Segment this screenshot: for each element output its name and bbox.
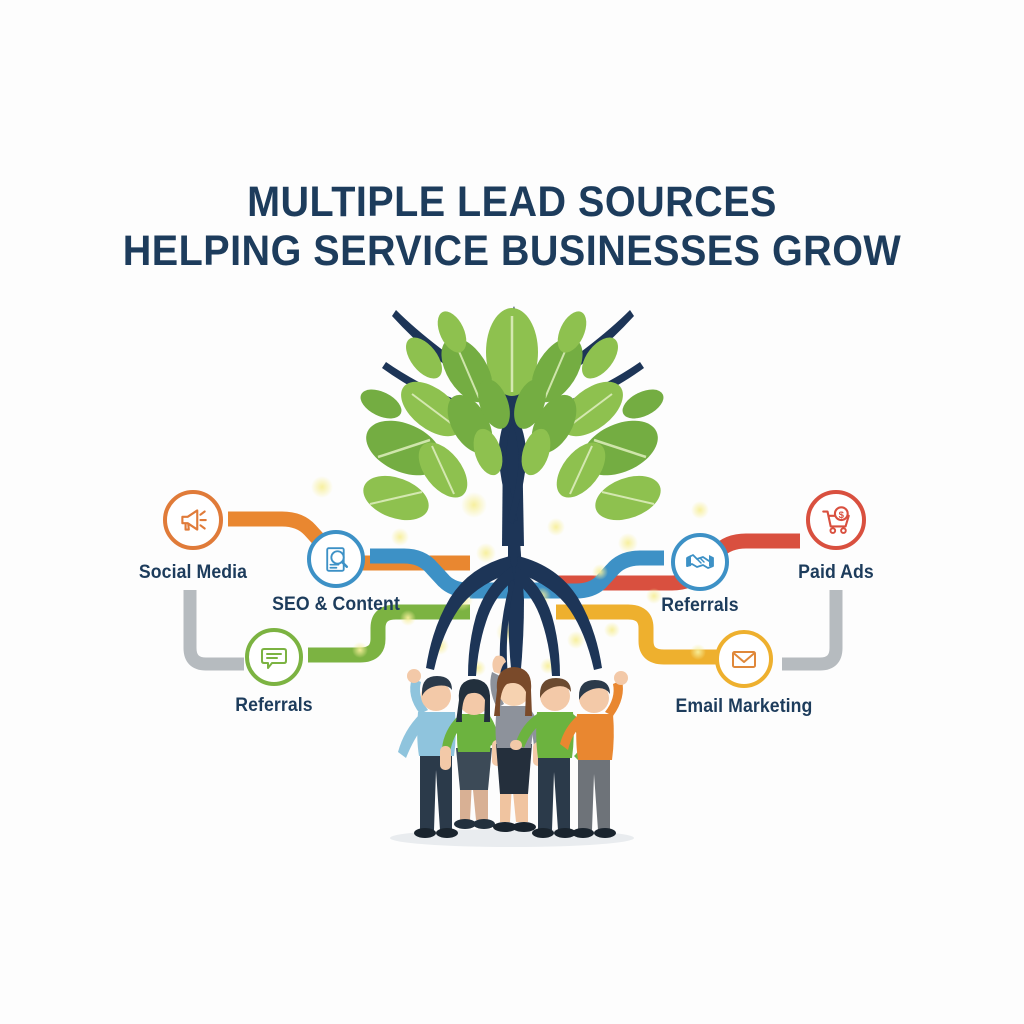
glow-dot — [646, 588, 662, 604]
node-label-seo-content: SEO & Content — [272, 594, 400, 615]
speech-bubble-icon — [261, 648, 287, 669]
document-search-icon — [325, 546, 348, 572]
node-label-referrals-right: Referrals — [661, 595, 739, 616]
glow-dot — [604, 622, 620, 638]
glow-dot — [400, 610, 416, 626]
shopping-cart-dollar-icon: $ — [822, 506, 850, 534]
glow-dot — [461, 492, 487, 518]
tree-roots — [426, 540, 602, 690]
glow-dot — [352, 642, 368, 658]
node-icon-social-media[interactable] — [163, 490, 223, 550]
gray-connector-right — [782, 590, 843, 671]
glow-dot — [592, 564, 608, 580]
person-5 — [560, 671, 628, 838]
title-line-2: HELPING SERVICE BUSINESSES GROW — [122, 227, 902, 276]
node-icon-referrals-left[interactable] — [245, 628, 303, 686]
gray-connector-left — [183, 590, 244, 671]
node-icon-seo-content[interactable] — [307, 530, 365, 588]
megaphone-icon — [181, 509, 207, 531]
glow-dot — [311, 476, 333, 498]
glow-dot — [690, 644, 706, 660]
glow-dot — [618, 533, 638, 553]
node-icon-email-marketing[interactable] — [715, 630, 773, 688]
glow-dot — [391, 528, 409, 546]
page-title: MULTIPLE LEAD SOURCES HELPING SERVICE BU… — [0, 178, 1024, 276]
yellow-ribbon — [556, 604, 718, 665]
glow-dot — [691, 501, 709, 519]
node-label-referrals-left: Referrals — [235, 695, 313, 716]
node-label-paid-ads: Paid Ads — [798, 562, 874, 583]
green-ribbon — [308, 604, 470, 663]
handshake-icon — [686, 554, 714, 569]
envelope-icon — [732, 651, 756, 668]
title-line-1: MULTIPLE LEAD SOURCES — [247, 178, 777, 226]
person-3 — [490, 655, 544, 832]
tree-leaves — [360, 308, 664, 521]
node-icon-paid-ads[interactable]: $ — [806, 490, 866, 550]
glow-dot — [547, 518, 565, 536]
node-icon-referrals-right[interactable] — [671, 533, 729, 591]
node-label-social-media: Social Media — [138, 562, 248, 583]
glow-dot — [567, 631, 585, 649]
person-2 — [440, 679, 503, 829]
node-label-email-marketing: Email Marketing — [675, 696, 813, 717]
glow-dot — [476, 543, 496, 563]
svg-text:$: $ — [839, 510, 845, 521]
